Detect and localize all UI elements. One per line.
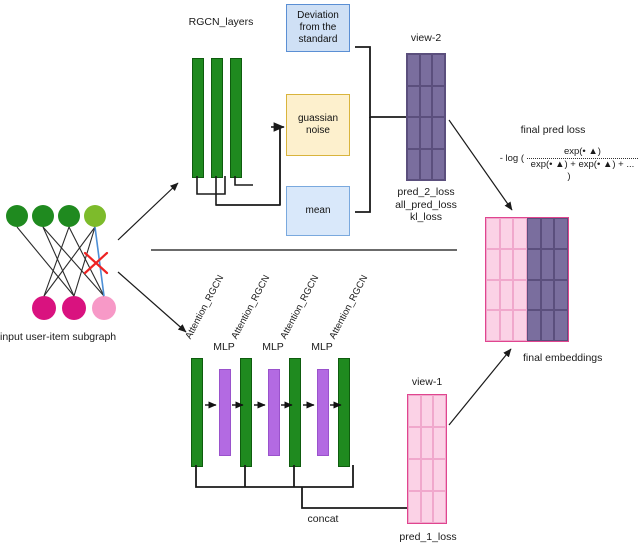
view1-matrix: [407, 394, 447, 524]
item-node-1: [32, 296, 56, 320]
mlp-bar-3: [317, 369, 329, 456]
rgcn-bar-3: [230, 58, 242, 178]
kl-loss-label: kl_loss: [409, 211, 443, 223]
mean-box: mean: [286, 186, 350, 236]
input-subgraph-label: input user-item subgraph: [0, 331, 117, 343]
view2-label: view-2: [410, 32, 442, 44]
rgcn-bar-1: [192, 58, 204, 178]
deviation-box: Deviation from the standard: [286, 4, 350, 52]
view1-label: view-1: [411, 376, 443, 388]
mlp-bar-1: [219, 369, 231, 456]
gaussian-noise-box: guassian noise: [286, 94, 350, 156]
concat-label: concat: [307, 513, 339, 525]
mlp-label-1: MLP: [213, 341, 235, 353]
formula-numerator: exp(• ▲): [563, 146, 601, 157]
formula-prefix: - log (: [499, 153, 525, 165]
user-node-3: [58, 205, 80, 227]
item-node-2: [62, 296, 86, 320]
attention-rgcn-bar-2: [240, 358, 252, 467]
final-pred-loss-label: final pred loss: [520, 124, 586, 136]
all-pred-loss-label: all_pred_loss: [395, 198, 457, 211]
rgcn-layers-label: RGCN_layers: [188, 16, 254, 28]
attention-rgcn-bar-4: [338, 358, 350, 467]
item-node-3: [92, 296, 116, 320]
formula-suffix: ): [567, 171, 571, 182]
attention-rgcn-bar-1: [191, 358, 203, 467]
attention-rgcn-bar-3: [289, 358, 301, 467]
user-node-1: [6, 205, 28, 227]
mlp-label-3: MLP: [311, 341, 333, 353]
user-node-2: [32, 205, 54, 227]
pred-2-loss-label: pred_2_loss: [397, 186, 455, 198]
formula-denominator: exp(• ▲) + exp(• ▲) + ...: [526, 158, 639, 171]
mlp-bar-2: [268, 369, 280, 456]
final-embeddings-matrix: [485, 217, 569, 342]
final-pred-loss-formula: - log ( exp(• ▲) exp(• ▲) + exp(• ▲) + .…: [498, 146, 640, 183]
final-embeddings-label: final embeddings: [523, 352, 603, 364]
mlp-label-2: MLP: [262, 341, 284, 353]
rgcn-bar-2: [211, 58, 223, 178]
view2-matrix: [406, 53, 446, 181]
user-node-4: [84, 205, 106, 227]
pred-1-loss-label: pred_1_loss: [399, 531, 457, 543]
